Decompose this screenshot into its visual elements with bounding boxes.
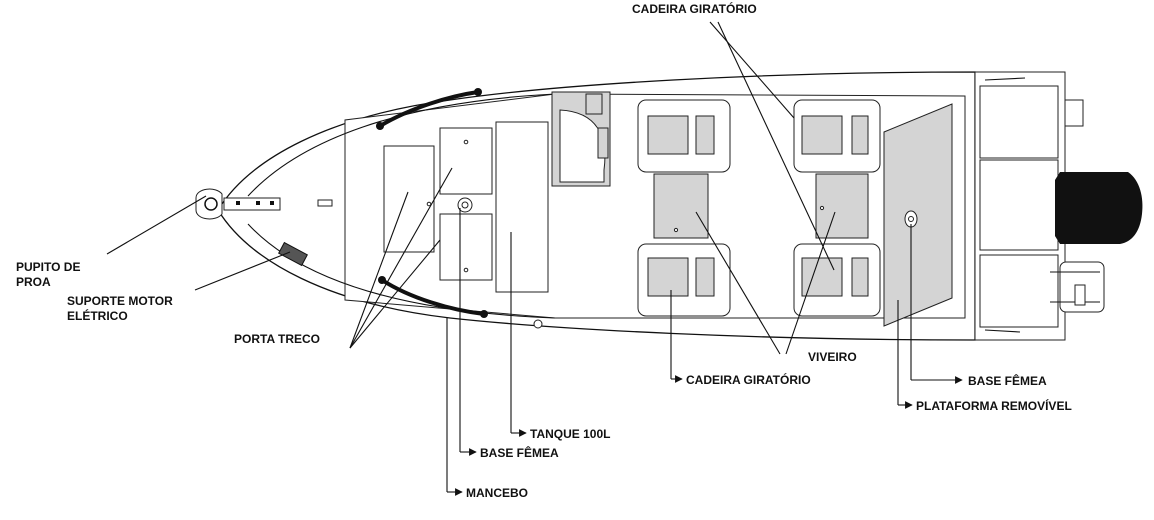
label-porta-treco: PORTA TRECO bbox=[234, 332, 320, 346]
label-plataforma-removivel: PLATAFORMA REMOVÍVEL bbox=[916, 398, 1072, 413]
label-pupito-line2: PROA bbox=[16, 275, 51, 289]
seat-rear-top bbox=[793, 99, 881, 173]
label-cadeira-giratorio-bottom: CADEIRA GIRATÓRIO bbox=[686, 372, 811, 387]
console bbox=[551, 91, 611, 187]
label-suporte-line1: SUPORTE MOTOR bbox=[67, 294, 173, 308]
callout-lines bbox=[106, 21, 963, 496]
label-viveiro: VIVEIRO bbox=[808, 350, 857, 364]
bow-pupito bbox=[195, 188, 333, 220]
label-pupito-line1: PUPITO DE bbox=[16, 260, 80, 274]
label-base-femea-right: BASE FÊMEA bbox=[968, 373, 1047, 388]
outboard-motor bbox=[1055, 172, 1143, 244]
seat-front-top bbox=[637, 99, 731, 173]
removable-platform bbox=[883, 103, 953, 327]
stern-section bbox=[974, 71, 1105, 341]
livewell-front bbox=[653, 173, 709, 239]
label-tanque: TANQUE 100L bbox=[530, 427, 610, 441]
seat-front-bottom bbox=[637, 243, 731, 317]
electric-motor-support bbox=[278, 241, 308, 267]
seat-rear-bottom bbox=[793, 243, 881, 317]
label-suporte-line2: ELÉTRICO bbox=[67, 308, 128, 323]
label-cadeira-giratorio-top: CADEIRA GIRATÓRIO bbox=[632, 1, 757, 16]
label-base-femea-left: BASE FÊMEA bbox=[480, 445, 559, 460]
livewell-rear bbox=[815, 173, 869, 239]
label-mancebo: MANCEBO bbox=[466, 486, 528, 500]
forward-compartments bbox=[383, 121, 549, 293]
handrails bbox=[376, 88, 543, 329]
